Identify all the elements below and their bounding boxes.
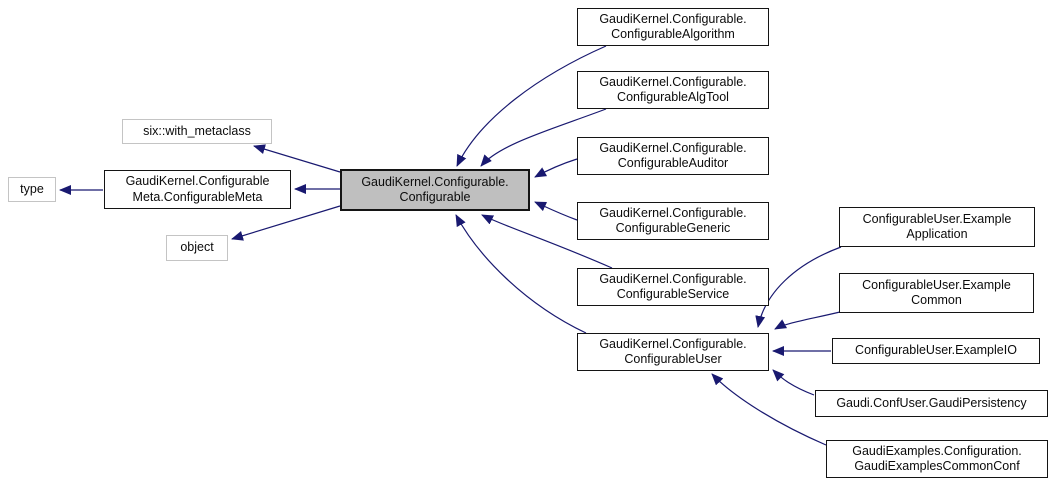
node-label: type [20,181,44,196]
node-label: GaudiKernel.Configurable. ConfigurableAu… [599,140,747,171]
node-configurable: GaudiKernel.Configurable. Configurable [340,169,530,211]
edge-configurable-user-to-configurable [455,214,587,334]
node-label: Gaudi.ConfUser.GaudiPersistency [836,395,1027,410]
node-label: GaudiKernel.Configurable. ConfigurableSe… [599,271,747,302]
edge-configurable-service-to-configurable [481,214,613,269]
node-six-with-metaclass: six::with_metaclass [122,119,272,144]
edge-gaudi-examples-common-conf-to-configurable-user [711,373,827,446]
edge-configurable-auditor-to-configurable [534,158,578,178]
node-example-common[interactable]: ConfigurableUser.Example Common [839,273,1034,313]
node-example-io[interactable]: ConfigurableUser.ExampleIO [832,338,1040,364]
node-label: GaudiKernel.Configurable. ConfigurableAl… [599,11,747,42]
node-gaudi-examples-common-conf[interactable]: GaudiExamples.Configuration. GaudiExampl… [826,440,1048,478]
node-label: GaudiExamples.Configuration. GaudiExampl… [852,443,1022,474]
node-label: ConfigurableUser.Example Application [862,211,1012,242]
node-object: object [166,235,228,261]
node-configurable-service[interactable]: GaudiKernel.Configurable. ConfigurableSe… [577,268,769,306]
node-label: GaudiKernel.Configurable. Configurable [361,174,509,205]
node-label: ConfigurableUser.ExampleIO [855,343,1017,358]
node-label: GaudiKernel.Configurable. ConfigurableGe… [599,205,747,236]
edge-gaudi-persistency-to-configurable-user [772,369,815,396]
node-configurable-algorithm[interactable]: GaudiKernel.Configurable. ConfigurableAl… [577,8,769,46]
edge-configurable-algorithm-to-configurable [456,45,607,167]
node-label: GaudiKernel.Configurable Meta.Configurab… [125,174,270,204]
node-type: type [8,177,56,202]
node-label: six::with_metaclass [143,123,251,138]
edge-configurable-algtool-to-configurable [480,108,607,167]
node-gaudi-persistency[interactable]: Gaudi.ConfUser.GaudiPersistency [815,390,1048,417]
edge-configurable-to-six-with-metaclass [253,144,341,173]
node-configurable-auditor[interactable]: GaudiKernel.Configurable. ConfigurableAu… [577,137,769,175]
node-example-application[interactable]: ConfigurableUser.Example Application [839,207,1035,247]
node-label: GaudiKernel.Configurable. ConfigurableAl… [599,74,747,105]
node-configurable-algtool[interactable]: GaudiKernel.Configurable. ConfigurableAl… [577,71,769,109]
node-label: object [180,240,214,255]
edge-configurable-generic-to-configurable [534,201,578,221]
node-configurable-generic[interactable]: GaudiKernel.Configurable. ConfigurableGe… [577,202,769,240]
node-configurable-user[interactable]: GaudiKernel.Configurable. ConfigurableUs… [577,333,769,371]
node-label: GaudiKernel.Configurable. ConfigurableUs… [599,336,747,367]
node-configurable-meta[interactable]: GaudiKernel.Configurable Meta.Configurab… [104,170,291,209]
edge-example-application-to-configurable-user [755,246,842,328]
edge-example-common-to-configurable-user [774,311,841,330]
edge-configurable-to-object [231,205,341,241]
node-label: ConfigurableUser.Example Common [862,277,1011,308]
